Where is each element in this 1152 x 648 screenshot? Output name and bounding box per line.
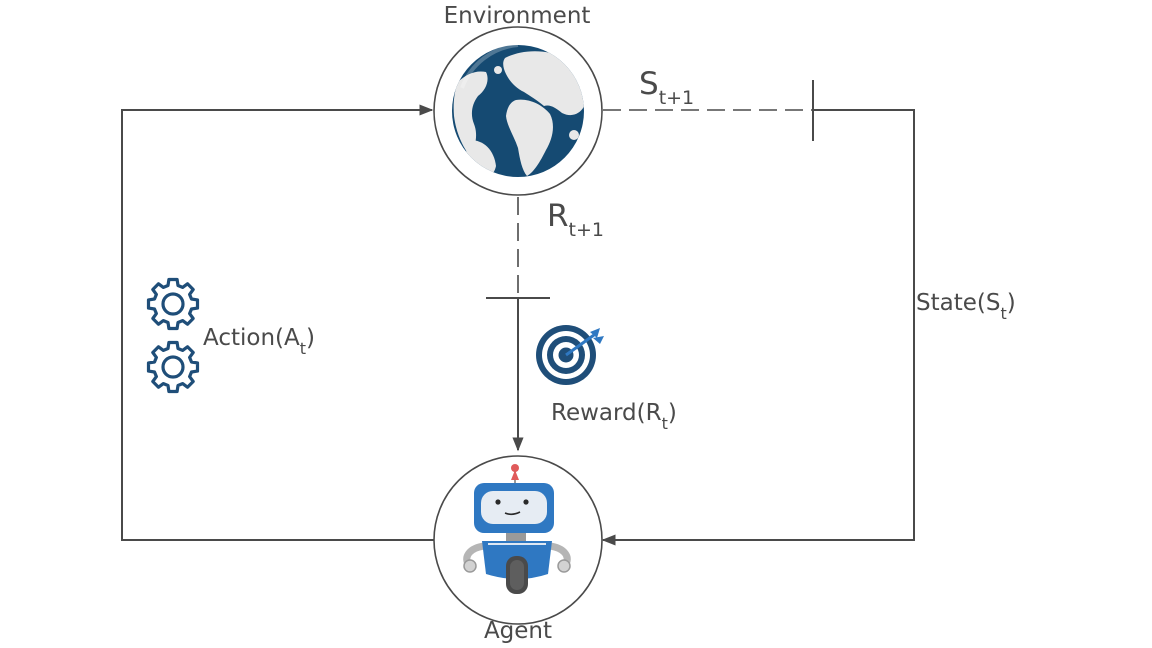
gear-icon	[146, 277, 200, 331]
robot-icon	[463, 464, 571, 594]
gear-icon	[146, 340, 200, 394]
state-label: State(St)	[916, 290, 1016, 323]
agent-label: Agent	[484, 618, 552, 644]
next-state-label: St+1	[639, 66, 694, 109]
state-loop-line	[601, 109, 915, 546]
reward-label: Reward(Rt)	[551, 400, 677, 433]
globe-icon	[452, 43, 584, 177]
agent-node	[433, 455, 603, 625]
next-reward-label: Rt+1	[547, 198, 604, 241]
environment-label: Environment	[444, 3, 591, 29]
environment-node	[433, 26, 603, 196]
action-label: Action(At)	[203, 325, 315, 358]
action-loop-line	[121, 104, 434, 541]
target-icon	[536, 325, 604, 385]
